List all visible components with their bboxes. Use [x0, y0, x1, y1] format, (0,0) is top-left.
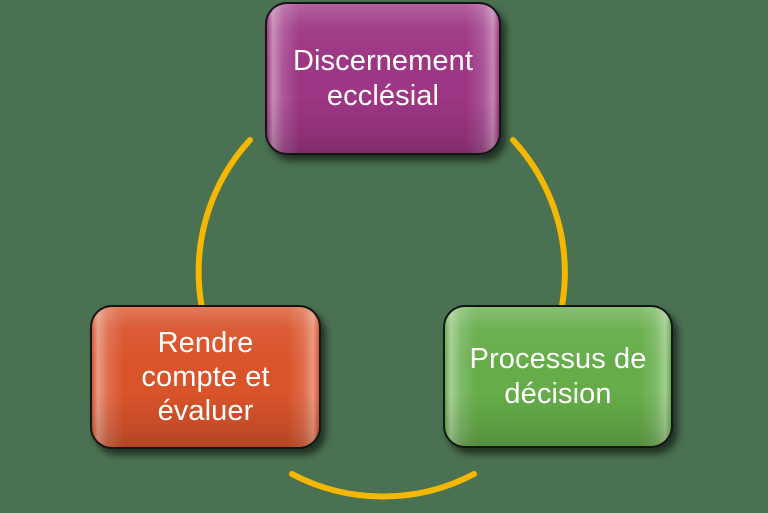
- arc-processus-to-rendre: [289, 471, 477, 500]
- node-label: Rendre compte et évaluer: [141, 326, 270, 428]
- node-label: Processus de décision: [469, 343, 647, 410]
- node-label: Discernement ecclésial: [292, 45, 474, 112]
- node-rendre-compte-et-evaluer[interactable]: Rendre compte et évaluer: [90, 305, 321, 449]
- node-processus-de-decision[interactable]: Processus de décision: [443, 305, 673, 448]
- node-discernement-ecclesial[interactable]: Discernement ecclésial: [265, 2, 501, 155]
